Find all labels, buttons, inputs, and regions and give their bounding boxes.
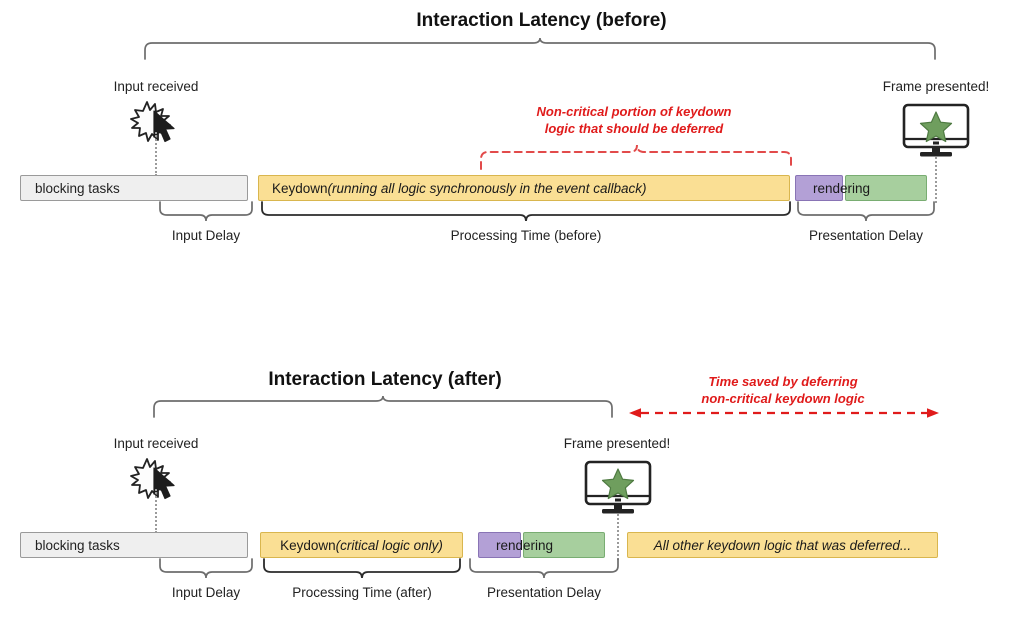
after-rendering-green-block	[523, 532, 605, 558]
after-annotation-line2: non-critical keydown logic	[701, 390, 865, 406]
before-input-delay-label: Input Delay	[171, 228, 241, 243]
before-rendering-green-block	[845, 175, 927, 201]
before-blocking-tasks-bar: blocking tasks	[20, 175, 248, 201]
after-input-received-label: Input received	[113, 436, 199, 451]
before-noncritical-dashed-brace	[480, 144, 792, 170]
after-total-latency-brace	[153, 395, 613, 418]
before-presentation-delay-label: Presentation Delay	[808, 228, 924, 243]
before-processing-time-label: Processing Time (before)	[450, 228, 602, 243]
after-blocking-tasks-bar: blocking tasks	[20, 532, 248, 558]
after-deferred-logic-bar: All other keydown logic that was deferre…	[627, 532, 938, 558]
after-blocking-tasks-label: blocking tasks	[35, 537, 120, 553]
after-title: Interaction Latency (after)	[268, 369, 502, 390]
before-monitor-icon	[902, 103, 970, 157]
before-frame-timeline-marker	[935, 157, 937, 203]
after-input-delay-label: Input Delay	[171, 585, 241, 600]
before-input-timeline-marker	[155, 132, 157, 176]
after-presentation-delay-label: Presentation Delay	[486, 585, 602, 600]
before-rendering-purple-block	[795, 175, 843, 201]
before-annotation-line2: logic that should be deferred	[544, 120, 724, 136]
after-annotation: Time saved by deferring non-critical key…	[633, 374, 933, 407]
before-total-latency-brace	[144, 37, 936, 60]
after-presentation-delay-brace	[469, 558, 619, 579]
before-frame-presented-label: Frame presented!	[882, 79, 990, 94]
after-monitor-icon	[584, 460, 652, 514]
after-annotation-line1: Time saved by deferring	[708, 374, 858, 389]
after-frame-timeline-marker	[617, 514, 619, 560]
before-keydown-bar: Keydown (running all logic synchronously…	[258, 175, 790, 201]
before-input-received-label: Input received	[113, 79, 199, 94]
after-keydown-prefix: Keydown	[280, 537, 336, 553]
after-rendering-purple-block	[478, 532, 521, 558]
before-input-delay-brace	[159, 201, 253, 222]
after-keydown-detail: (critical logic only)	[335, 537, 443, 553]
before-keydown-prefix: Keydown	[272, 180, 328, 196]
before-processing-time-brace	[261, 201, 791, 222]
before-presentation-delay-brace	[797, 201, 935, 222]
after-time-saved-arrow	[629, 408, 939, 418]
before-annotation: Non-critical portion of keydown logic th…	[484, 104, 784, 137]
after-frame-presented-label: Frame presented!	[563, 436, 671, 451]
after-deferred-logic-label: All other keydown logic that was deferre…	[653, 537, 912, 553]
before-blocking-tasks-label: blocking tasks	[35, 180, 120, 196]
after-keydown-bar: Keydown (critical logic only)	[260, 532, 463, 558]
after-processing-time-brace	[263, 558, 461, 579]
after-processing-time-label: Processing Time (after)	[292, 585, 432, 600]
after-input-delay-brace	[159, 558, 253, 579]
after-input-timeline-marker	[155, 489, 157, 533]
before-keydown-detail: (running all logic synchronously in the …	[327, 180, 647, 196]
before-annotation-line1: Non-critical portion of keydown	[536, 104, 732, 119]
before-title: Interaction Latency (before)	[416, 10, 667, 31]
